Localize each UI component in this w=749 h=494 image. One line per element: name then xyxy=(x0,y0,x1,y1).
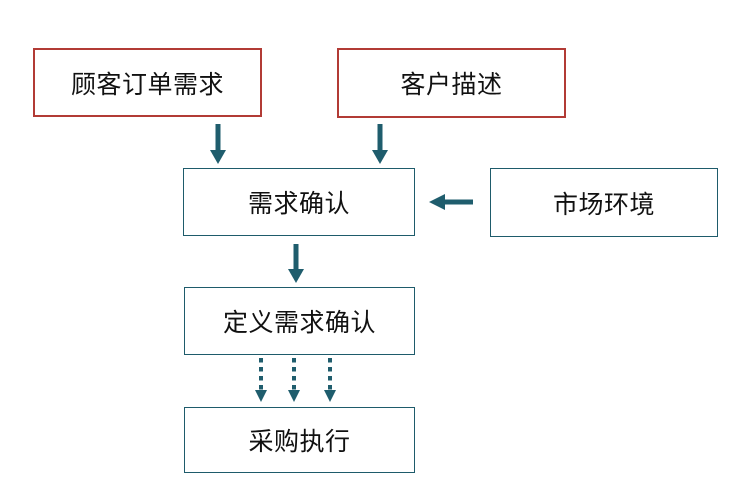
node-customer-description: 客户描述 xyxy=(337,48,566,118)
node-demand-confirmation: 需求确认 xyxy=(183,168,415,236)
node-market-environment: 市场环境 xyxy=(490,168,718,237)
arrow-confirmation-to-define-icon xyxy=(288,244,304,283)
arrow-market-to-confirmation-icon xyxy=(429,194,473,210)
arrow-description-to-confirmation-icon xyxy=(372,124,388,164)
arrow-order-to-confirmation-icon xyxy=(210,124,226,164)
arrow-define-to-procurement-3-icon xyxy=(324,358,336,402)
node-label-customer-description: 客户描述 xyxy=(400,72,503,99)
node-label-procurement-execution: 采购执行 xyxy=(248,429,351,456)
node-label-define-demand-confirmation: 定义需求确认 xyxy=(222,310,376,337)
node-label-demand-confirmation: 需求确认 xyxy=(247,191,350,218)
node-procurement-execution: 采购执行 xyxy=(184,407,415,473)
arrow-define-to-procurement-1-icon xyxy=(255,358,267,402)
node-customer-order-demand: 顾客订单需求 xyxy=(33,48,262,117)
node-label-customer-order-demand: 顾客订单需求 xyxy=(70,71,224,99)
node-label-market-environment: 市场环境 xyxy=(552,191,655,219)
arrow-define-to-procurement-2-icon xyxy=(288,358,300,402)
node-define-demand-confirmation: 定义需求确认 xyxy=(184,287,415,355)
